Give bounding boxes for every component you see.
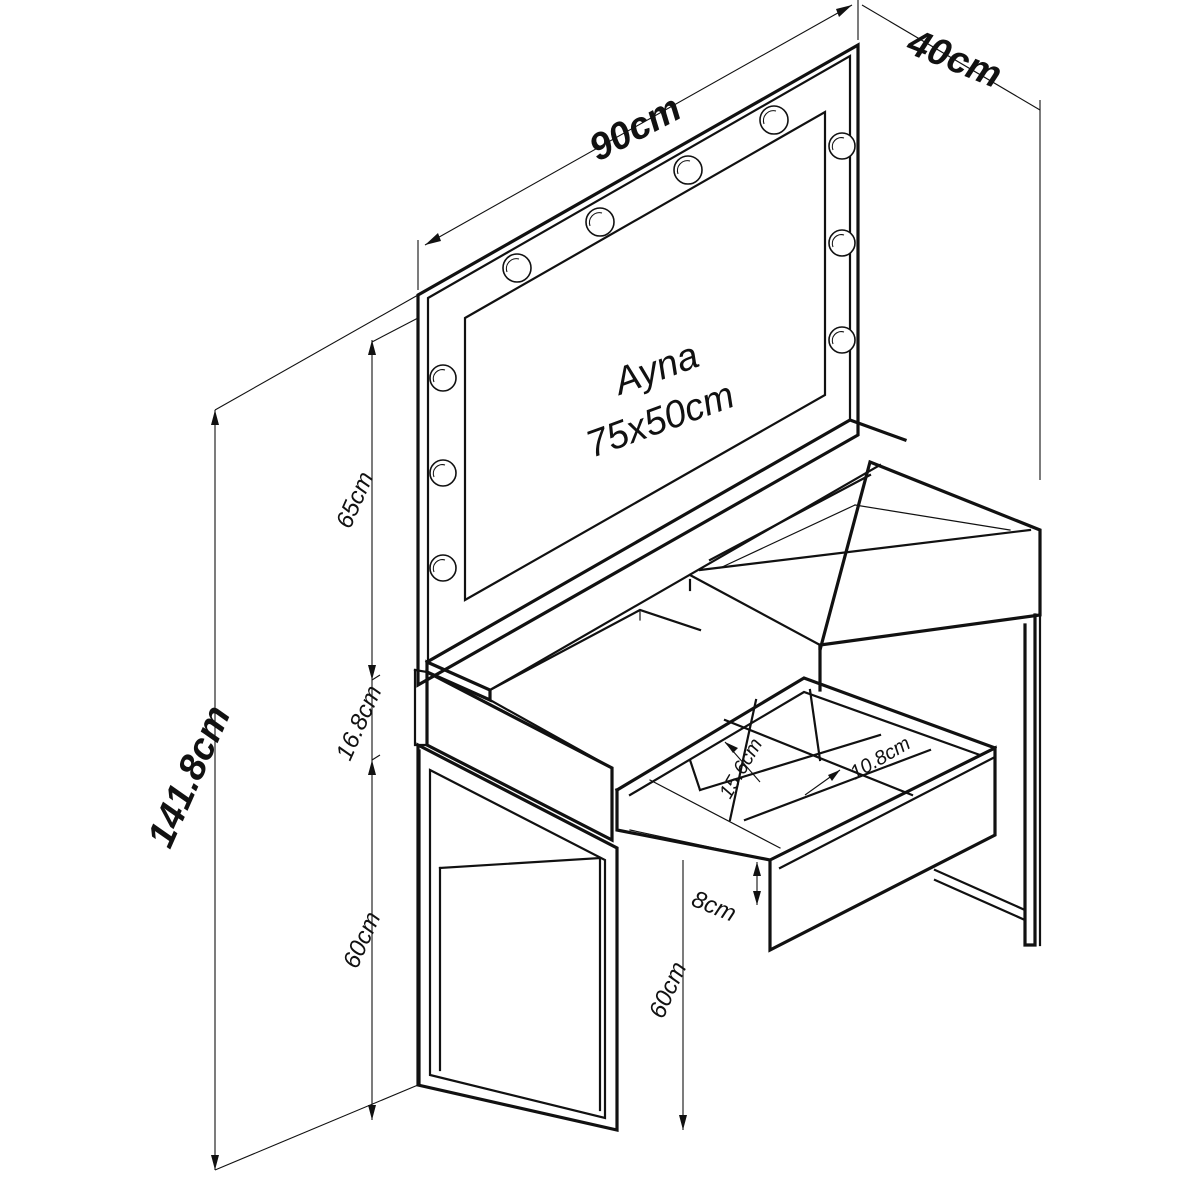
label-drawer-height: 16.8cm: [331, 682, 388, 765]
mirror-glass: [463, 110, 827, 602]
bulb-icon: [828, 326, 856, 354]
label-compartment-b: 10.8cm: [847, 732, 915, 784]
bulb-icon: [828, 229, 856, 257]
bulb-icon: [759, 105, 789, 135]
label-total-height: 141.8cm: [140, 700, 239, 854]
bulb-icon: [429, 364, 457, 392]
dimension-depth: [861, 4, 1041, 480]
label-drawer-front: 8cm: [688, 886, 740, 928]
desk-top: [424, 418, 1042, 770]
dimension-inner-leg: [679, 860, 687, 1130]
bulb-icon: [429, 554, 457, 582]
dimension-compartments: [724, 741, 841, 796]
dimension-total-height: [211, 294, 419, 1171]
label-leg-height: 60cm: [338, 908, 387, 973]
bulb-icon: [673, 155, 703, 185]
dimension-width: [417, 0, 859, 290]
open-drawer: [614, 676, 998, 953]
mirror-bulbs: [429, 105, 856, 582]
dimension-segments: [368, 317, 419, 1120]
left-drawer-block: [413, 668, 614, 843]
label-depth: 40cm: [901, 21, 1008, 97]
bulb-icon: [585, 207, 615, 237]
label-compartment-a: 15.6cm: [715, 735, 767, 803]
bulb-icon: [429, 459, 457, 487]
dimension-drawer-front: [753, 862, 761, 905]
bulb-icon: [502, 253, 532, 283]
label-inner-leg-height: 60cm: [644, 958, 693, 1023]
left-leg-frame: [416, 742, 619, 1133]
mirror-caption: Ayna 75x50cm: [581, 334, 740, 466]
right-leg-frame: [818, 613, 1042, 947]
bulb-icon: [828, 132, 856, 160]
